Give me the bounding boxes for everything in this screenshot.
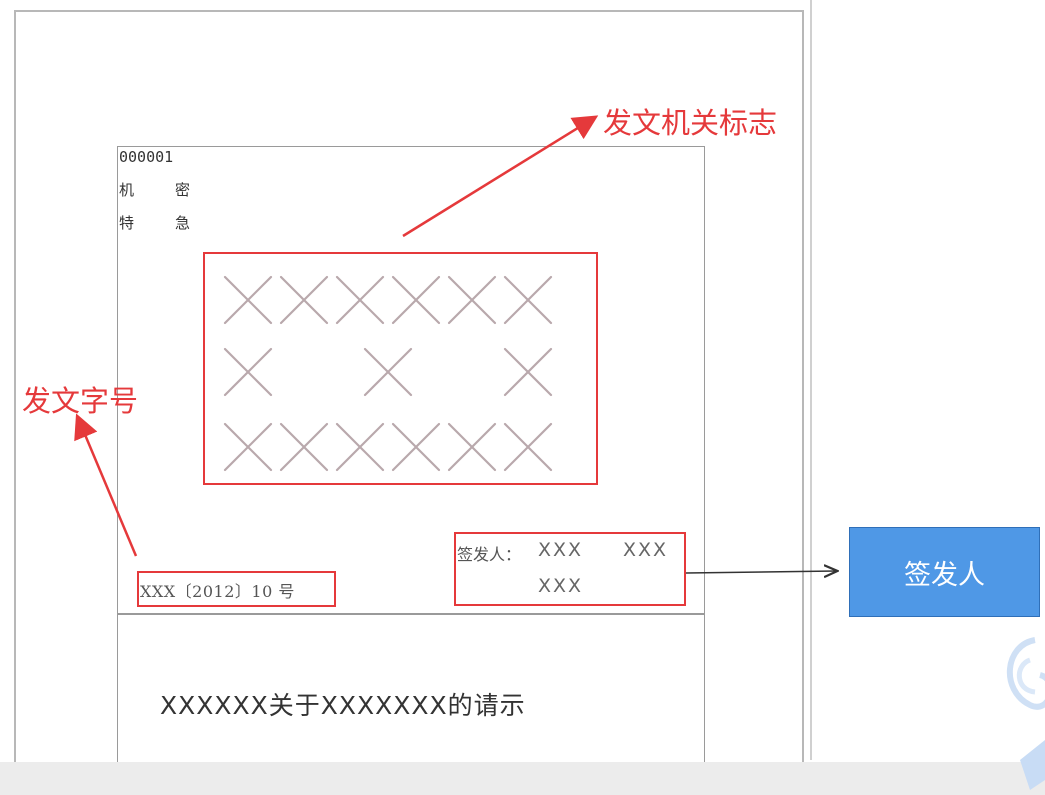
signer-highlight-box xyxy=(454,532,686,606)
x-placeholder-mark xyxy=(335,422,385,472)
document-page xyxy=(117,146,705,766)
x-placeholder-mark xyxy=(363,347,413,397)
signer-callout-label: 签发人 xyxy=(904,559,985,591)
x-placeholder-mark xyxy=(279,422,329,472)
signer-name-1: XXX xyxy=(538,539,584,561)
x-placeholder-mark xyxy=(447,422,497,472)
signer-name-3: XXX xyxy=(538,575,584,597)
x-placeholder-mark xyxy=(503,347,553,397)
x-placeholder-mark xyxy=(223,275,273,325)
signer-name-2: XXX xyxy=(623,539,669,561)
signer-label: 签发人： xyxy=(457,545,522,564)
arrow-to-authority-label xyxy=(402,115,599,238)
x-placeholder-mark xyxy=(503,422,553,472)
secrecy-level: 机 密 xyxy=(119,181,207,199)
document-number-highlight-box xyxy=(137,571,336,607)
authority-mark-highlight-box xyxy=(203,252,598,485)
x-placeholder-mark xyxy=(223,422,273,472)
signer-callout-box: 签发人 xyxy=(849,527,1040,617)
authority-mark-x-pattern xyxy=(223,275,553,472)
x-placeholder-mark xyxy=(391,422,441,472)
arrow-to-signer-callout xyxy=(685,571,836,573)
header-separator-line xyxy=(117,613,705,615)
document-title: XXXXXX关于XXXXXXX的请示 xyxy=(160,691,526,720)
x-placeholder-mark xyxy=(503,275,553,325)
serial-number: 000001 xyxy=(119,148,174,166)
x-placeholder-mark xyxy=(279,275,329,325)
x-placeholder-mark xyxy=(447,275,497,325)
arrow-to-docnum-label xyxy=(74,413,138,557)
x-placeholder-mark xyxy=(391,275,441,325)
decorative-swirl-icon xyxy=(1006,637,1045,790)
urgency-level: 特 急 xyxy=(119,214,207,232)
x-placeholder-mark xyxy=(335,275,385,325)
page-edge-line xyxy=(810,0,812,760)
document-meta: 000001 机 密 特 急 xyxy=(119,147,206,246)
outer-page-frame xyxy=(14,10,804,770)
bottom-bar xyxy=(0,762,1045,795)
annotation-authority-mark: 发文机关标志 xyxy=(603,106,778,140)
x-placeholder-mark xyxy=(223,347,273,397)
document-number: XXX〔2012〕10 号 xyxy=(140,582,295,601)
annotation-document-number: 发文字号 xyxy=(22,384,139,418)
